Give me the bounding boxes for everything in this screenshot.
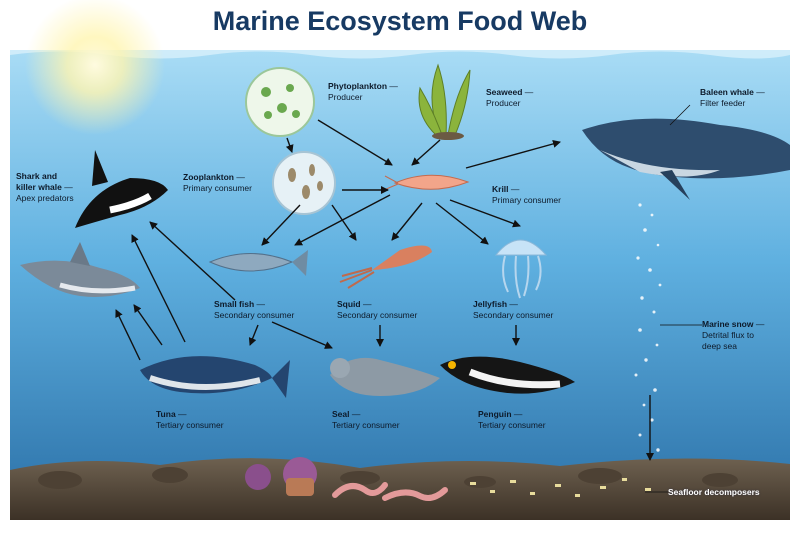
label-leader-lines: [645, 104, 702, 493]
marine-snow-role-line1: Detrital flux to: [702, 330, 754, 340]
food-web-arrows: [115, 119, 654, 461]
squid-label: Squid —Secondary consumer: [337, 299, 418, 320]
zooplankton-illustration: [272, 151, 336, 215]
apex-role: Apex predators: [16, 193, 74, 203]
sun-glow: [25, 0, 165, 135]
jellyfish-label: Jellyfish —Secondary consumer: [473, 299, 554, 320]
seal-name: Seal: [332, 409, 350, 419]
seal-role: Tertiary consumer: [332, 420, 400, 430]
marine-snow-name: Marine snow: [702, 319, 754, 329]
apex-name-line2: killer whale: [16, 182, 62, 192]
arrow-phyto-to-zoo: [285, 137, 294, 153]
arrow-krill-to-jellyfish-2: [449, 199, 521, 228]
marine-snow-role-line2: deep sea: [702, 341, 737, 351]
killer-whale-illustration: [75, 150, 168, 228]
tuna-name: Tuna: [156, 409, 176, 419]
krill-role: Primary consumer: [492, 195, 561, 205]
seaweed-role: Producer: [486, 98, 521, 108]
seal-illustration: [330, 357, 440, 396]
small-fish-name: Small fish: [214, 299, 255, 309]
zooplankton-name: Zooplankton: [183, 172, 234, 182]
arrow-tuna-to-shark: [115, 309, 141, 361]
krill-label: Krill —Primary consumer: [492, 184, 561, 205]
zooplankton-role: Primary consumer: [183, 183, 252, 193]
jellyfish-role: Secondary consumer: [473, 310, 554, 320]
penguin-name: Penguin: [478, 409, 512, 419]
krill-name: Krill: [492, 184, 509, 194]
baleen-whale-role: Filter feeder: [700, 98, 746, 108]
squid-role: Secondary consumer: [337, 310, 418, 320]
arrow-tuna-to-shark-2: [133, 304, 163, 346]
water-surface: [10, 50, 790, 59]
seafloor-name: Seafloor decomposers: [668, 487, 760, 497]
arrow-seaweed-to-krill: [411, 139, 441, 166]
arrow-smallfish-to-orca: [149, 221, 236, 301]
baleen-whale-label: Baleen whale —Filter feeder: [700, 87, 765, 108]
shark-illustration: [20, 242, 140, 297]
apex-name-line1: Shark and: [16, 171, 58, 181]
arrow-tuna-to-orca: [131, 234, 186, 343]
squid-illustration: [339, 245, 432, 289]
phytoplankton-role: Producer: [328, 92, 363, 102]
arrow-krill-to-whale: [465, 140, 561, 169]
jellyfish-name: Jellyfish: [473, 299, 508, 309]
seaweed-name: Seaweed: [486, 87, 523, 97]
phytoplankton-label: Phytoplankton —Producer: [328, 81, 398, 102]
small-fish-label: Small fish —Secondary consumer: [214, 299, 295, 320]
phytoplankton-name: Phytoplankton: [328, 81, 388, 91]
arrow-zoo-to-smallfish: [261, 204, 301, 246]
seaworms: [332, 482, 448, 501]
arrow-krill-to-squid: [391, 202, 423, 241]
seaweed-illustration: [418, 63, 471, 140]
tuna-role: Tertiary consumer: [156, 420, 224, 430]
arrow-smallfish-to-tuna: [248, 324, 259, 346]
arrow-zoo-to-squid: [331, 204, 357, 241]
arrow-smallfish-to-seal: [271, 321, 333, 349]
penguin-illustration: [440, 356, 575, 394]
sea-urchins: [245, 457, 317, 496]
tuna-label: Tuna —Tertiary consumer: [156, 409, 224, 430]
small-fish-illustration: [208, 250, 308, 276]
seal-label: Seal —Tertiary consumer: [332, 409, 400, 430]
seafloor-decomposers-label: Seafloor decomposers: [668, 487, 760, 498]
arrow-phyto-to-krill: [317, 119, 393, 166]
squid-name: Squid: [337, 299, 361, 309]
baleen-whale-illustration: [582, 118, 790, 200]
penguin-role: Tertiary consumer: [478, 420, 546, 430]
phytoplankton-illustration: [245, 67, 315, 137]
tuna-illustration: [140, 356, 290, 398]
decomposer-particles: [470, 478, 651, 497]
marine-snow-column: [634, 203, 662, 452]
small-fish-role: Secondary consumer: [214, 310, 295, 320]
jellyfish-illustration: [494, 239, 548, 299]
baleen-whale-name: Baleen whale: [700, 87, 754, 97]
seaweed-label: Seaweed —Producer: [486, 87, 534, 108]
arrow-krill-to-jellyfish: [435, 202, 489, 245]
zooplankton-label: Zooplankton —Primary consumer: [183, 172, 252, 193]
penguin-label: Penguin —Tertiary consumer: [478, 409, 546, 430]
page-title: Marine Ecosystem Food Web: [212, 6, 588, 36]
